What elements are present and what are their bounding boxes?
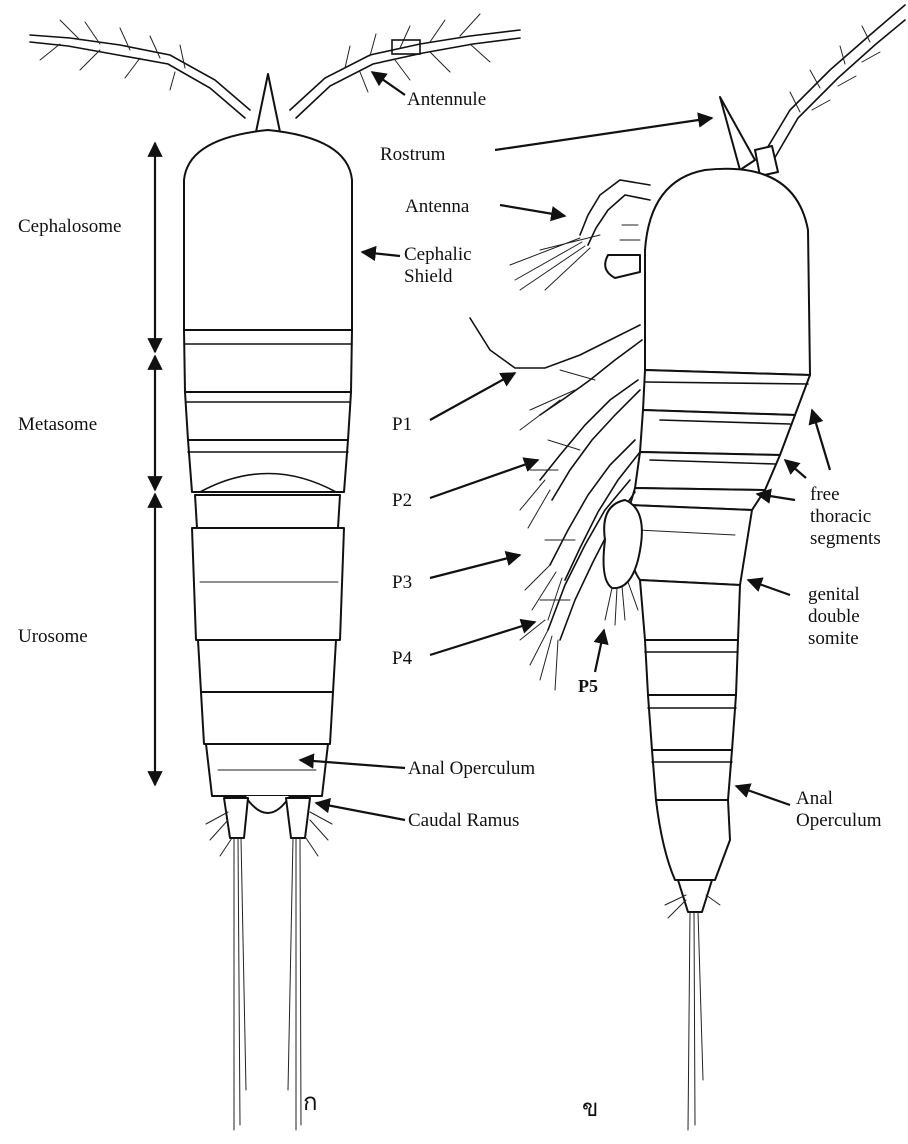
label-antenna: Antenna [405, 196, 470, 217]
lateral-p5-leg [604, 500, 642, 625]
dorsal-metasome-segment-2 [185, 392, 351, 440]
dorsal-urosome-segment-3 [198, 640, 336, 692]
label-p4: P4 [392, 648, 413, 669]
dorsal-caudal-ramus-left [224, 798, 248, 838]
arrow-p5 [595, 630, 604, 672]
dorsal-view-drawing [30, 14, 520, 1130]
dorsal-caudal-ramus-right [286, 798, 310, 838]
caption-dorsal-view: ก [303, 1088, 318, 1116]
label-antennule: Antennule [407, 89, 486, 110]
label-urosome: Urosome [18, 626, 88, 647]
arrow-p4 [430, 622, 535, 655]
label-dorsal-anal-operculum: Anal Operculum [408, 758, 535, 779]
arrow-cephalic-shield [362, 252, 400, 256]
arrow-genital-double-somite [748, 580, 790, 595]
arrow-free-thoracic-2 [785, 460, 806, 478]
dorsal-rostrum [256, 74, 280, 132]
arrow-p1 [430, 373, 515, 420]
lateral-antenna-appendage [510, 180, 650, 290]
label-caudal-ramus: Caudal Ramus [408, 810, 519, 831]
arrow-free-thoracic-3 [757, 494, 795, 500]
label-p3: P3 [392, 572, 412, 593]
lateral-thorax-segment-2 [640, 410, 795, 455]
arrow-antennule [372, 72, 405, 95]
lateral-view-drawing [470, 5, 905, 1130]
lateral-urosome-segment-2 [645, 640, 738, 695]
lateral-urosome-segment-1 [640, 580, 740, 640]
dorsal-cephalosome [184, 130, 352, 330]
label-metasome: Metasome [18, 414, 97, 435]
arrow-lateral-anal-operculum [736, 786, 790, 805]
lateral-urosome-segment-4 [652, 750, 732, 800]
dorsal-caudal-setae [206, 812, 332, 1130]
label-p1: P1 [392, 414, 412, 435]
label-rostrum: Rostrum [380, 144, 446, 165]
arrow-antenna [500, 205, 565, 216]
dorsal-urosome-segment-1 [195, 495, 340, 528]
lateral-thorax-segment-3 [635, 452, 780, 490]
lateral-antennule [755, 5, 905, 176]
arrow-caudal-ramus [316, 803, 405, 820]
label-p2: P2 [392, 490, 412, 511]
dorsal-metasome-segment-1 [184, 330, 352, 392]
label-p5: P5 [578, 676, 598, 696]
dorsal-metasome-segment-3 [188, 440, 348, 492]
lateral-rostrum [720, 97, 755, 170]
dorsal-anal-operculum [245, 796, 290, 813]
arrow-free-thoracic-1 [812, 410, 830, 470]
arrow-p2 [430, 460, 538, 498]
arrow-rostrum [495, 118, 712, 150]
dorsal-urosome-segment-2 [192, 528, 344, 640]
lateral-urosome-segment-3 [648, 695, 736, 750]
arrow-p3 [430, 555, 520, 578]
lateral-cephalosome [645, 169, 810, 375]
dorsal-antennule-left [30, 20, 250, 118]
caption-lateral-view: ข [582, 1094, 598, 1122]
dorsal-urosome-segment-4 [201, 692, 333, 744]
lateral-genital-double-somite [629, 505, 752, 585]
lateral-caudal-setae [665, 895, 720, 1130]
label-cephalosome: Cephalosome [18, 216, 121, 237]
lateral-thorax-segment-1 [643, 370, 810, 415]
lateral-anal-segment [656, 800, 730, 880]
